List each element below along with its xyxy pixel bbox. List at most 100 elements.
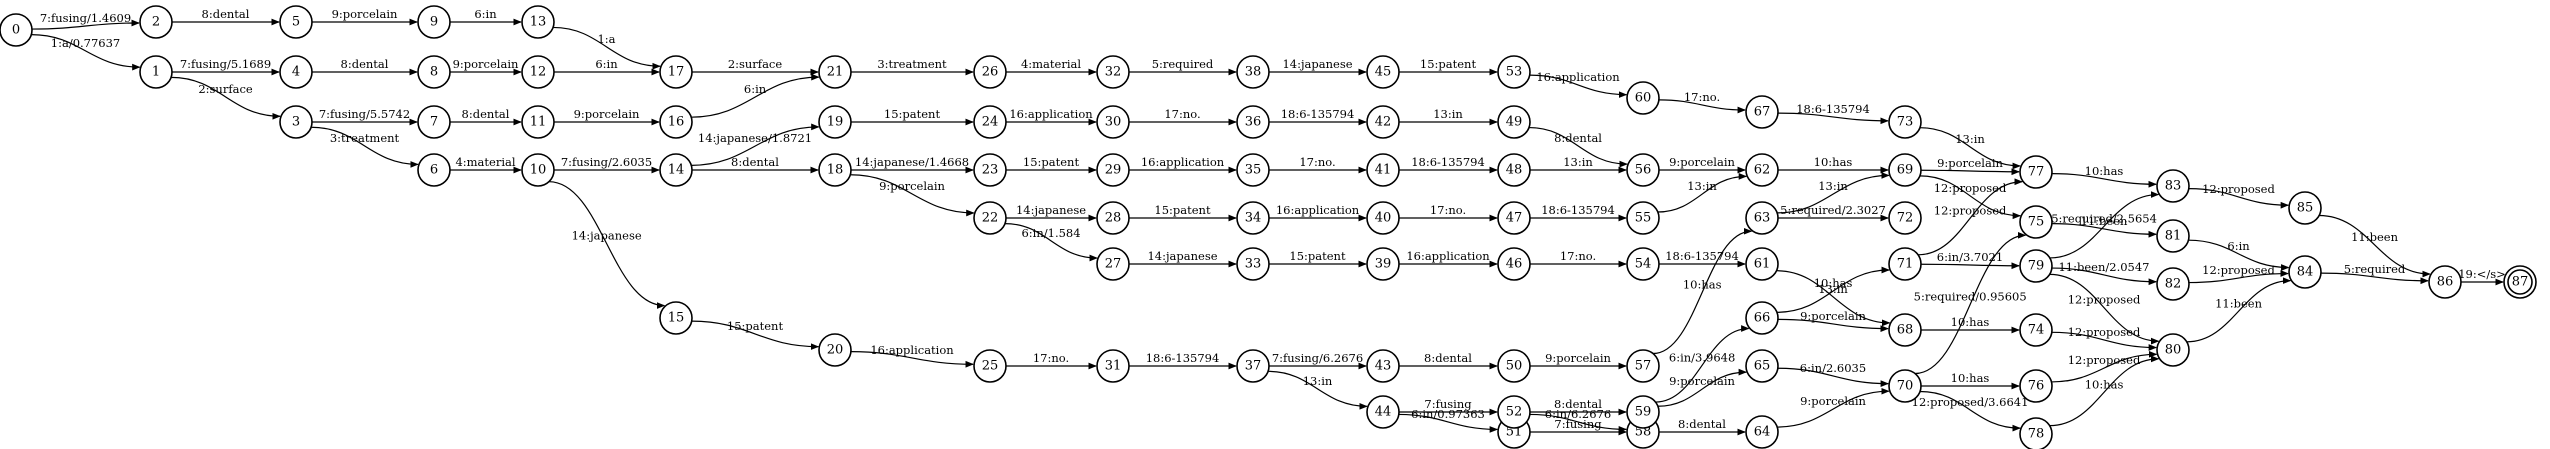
node-68: 68: [1888, 313, 1922, 347]
edge-15-20: 15:patent: [691, 319, 820, 351]
edge-label: 1:a: [597, 32, 615, 46]
edge-23-29: 15:patent: [1006, 155, 1097, 174]
edge-71-77: 12:proposed: [1918, 178, 2023, 256]
edge-line: [1777, 318, 1889, 332]
node-4: 4: [279, 55, 313, 89]
node-label: 13: [530, 15, 547, 30]
edge-label: 12:proposed: [2202, 182, 2275, 196]
node-circle: [1888, 153, 1922, 187]
edge-line: [1914, 231, 2027, 375]
edge-label: 9:porcelain: [1545, 351, 1611, 365]
node-83: 83: [2156, 169, 2190, 203]
node-label: 27: [1105, 257, 1122, 272]
edge-label: 14:japanese/1.8721: [698, 131, 812, 145]
node-60: 60: [1626, 81, 1660, 115]
edge-66-71: 10:has: [1776, 266, 1890, 313]
edge-71-79: 6:in/3.7021: [1920, 250, 2020, 270]
node-32: 32: [1096, 55, 1130, 89]
node-label: 44: [1375, 405, 1392, 420]
edge-line: [1657, 173, 1748, 213]
edge-6-10: 4:material: [450, 155, 522, 174]
edge-33-39: 15:patent: [1269, 249, 1367, 268]
node-45: 45: [1366, 55, 1400, 89]
edge-line: [691, 320, 820, 351]
node-69: 69: [1888, 153, 1922, 187]
edge-label: 9:porcelain: [1669, 155, 1735, 169]
edge-76-80: 12:proposed: [2051, 350, 2158, 383]
edge-label: 17:no.: [1164, 107, 1200, 121]
node-label: 53: [1506, 65, 1523, 80]
edge-line: [1004, 223, 1098, 262]
node-label: 83: [2165, 179, 2182, 194]
node-78: 78: [2019, 417, 2053, 449]
edge-55-62: 13:in: [1657, 173, 1748, 213]
node-circle: [279, 105, 313, 139]
edge-label: 5:required: [1152, 57, 1214, 71]
node-label: 9: [430, 15, 438, 30]
edge-3-6: 3:treatment: [311, 126, 419, 168]
node-31: 31: [1096, 349, 1130, 383]
edge-label: 10:has: [1814, 276, 1853, 290]
edge-32-38: 5:required: [1129, 57, 1237, 76]
edge-label: 12:proposed/3.6641: [1912, 395, 2029, 409]
node-circle: [1497, 153, 1531, 187]
node-label: 48: [1506, 163, 1523, 178]
node-86: 86: [2428, 265, 2462, 299]
edge-line: [1777, 172, 1890, 214]
node-circle: [279, 55, 313, 89]
node-label: 87: [2512, 275, 2529, 290]
node-circle: [1366, 349, 1400, 383]
node-label: 50: [1506, 359, 1523, 374]
node-6: 6: [417, 153, 451, 187]
edge-29-35: 16:application: [1129, 155, 1237, 174]
edge-line: [850, 351, 974, 368]
edge-label: 9:porcelain: [332, 7, 398, 21]
node-circle: [1096, 349, 1130, 383]
edge-label: 12:proposed: [2068, 353, 2141, 367]
node-circle: [0, 13, 33, 47]
edge-line: [2320, 272, 2429, 285]
edge-line: [1776, 266, 1890, 313]
edge-label: 8:dental: [462, 107, 510, 121]
node-label: 36: [1245, 115, 1262, 130]
edge-label: 1:a/0.77637: [51, 36, 120, 50]
edge-84-86: 5:required: [2320, 262, 2429, 285]
node-61: 61: [1745, 247, 1779, 281]
node-55: 55: [1626, 201, 1660, 235]
node-12: 12: [521, 55, 555, 89]
node-label: 68: [1897, 323, 1914, 338]
node-circle: [1366, 153, 1400, 187]
edge-37-44: 13:in: [1268, 370, 1368, 410]
node-53: 53: [1497, 55, 1531, 89]
edge-57-63: 10:has: [1653, 227, 1753, 355]
node-11: 11: [521, 105, 555, 139]
edge-label: 6:in/3.7021: [1937, 250, 2003, 264]
edge-label: 17:no.: [1299, 155, 1335, 169]
node-62: 62: [1745, 153, 1779, 187]
edge-63-72: 5:required/2.3027: [1778, 203, 1889, 222]
edge-47-55: 18:6-135794: [1530, 203, 1627, 222]
edge-label: 18:6-135794: [1146, 351, 1220, 365]
edge-label: 8:dental: [341, 57, 389, 71]
node-label: 84: [2297, 265, 2314, 280]
node-label: 42: [1375, 115, 1392, 130]
edge-line: [1920, 390, 2021, 432]
node-circle: [973, 55, 1007, 89]
node-label: 3: [292, 115, 300, 130]
node-circle: [1497, 247, 1531, 281]
edge-label: 8:dental: [1554, 131, 1602, 145]
edge-24-30: 16:application: [1006, 107, 1097, 126]
edge-label: 8:dental: [1554, 397, 1602, 411]
node-label: 60: [1635, 91, 1652, 106]
node-36: 36: [1236, 105, 1270, 139]
edge-80-84: 11:been: [2186, 277, 2292, 343]
edge-label: 5:required/2.3027: [1780, 203, 1886, 217]
edge-label: 12:proposed: [2068, 325, 2141, 339]
node-label: 6: [430, 163, 438, 178]
node-label: 56: [1635, 163, 1652, 178]
node-circle: [1366, 201, 1400, 235]
node-circle: [1626, 247, 1660, 281]
node-85: 85: [2288, 191, 2322, 225]
edge-label: 15:patent: [1420, 57, 1477, 71]
